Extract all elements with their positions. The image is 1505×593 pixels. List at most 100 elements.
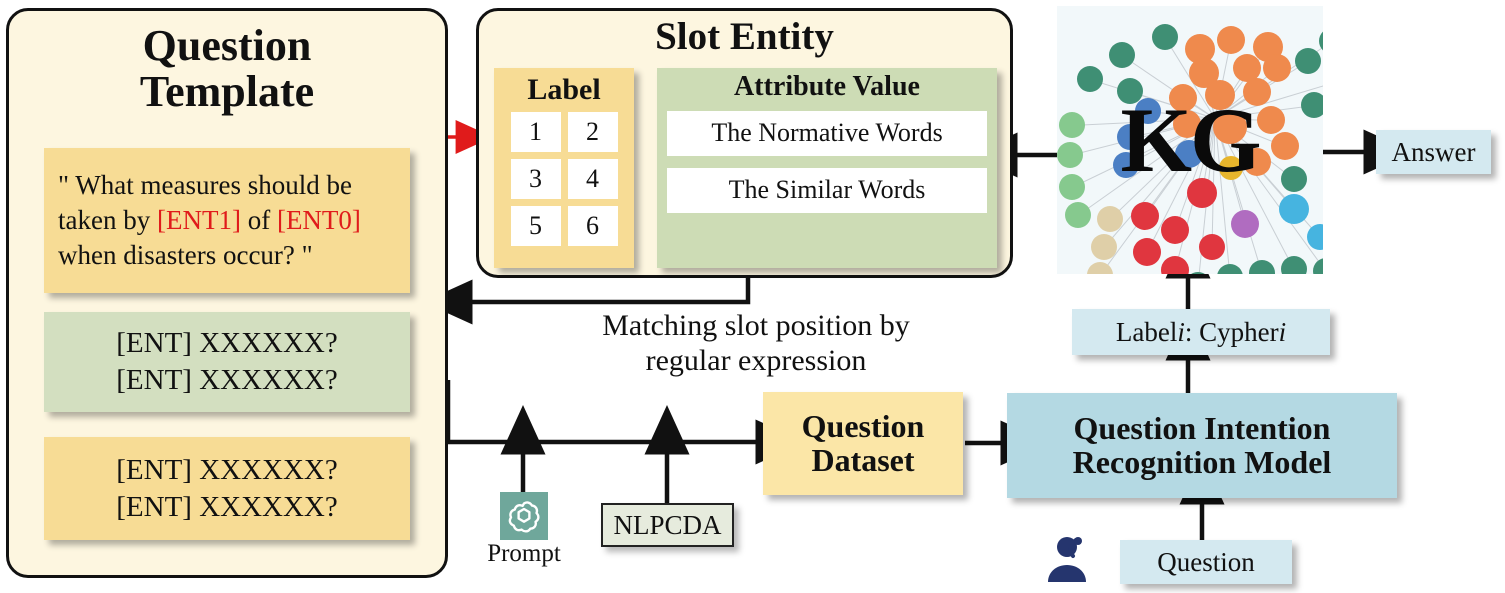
answer-box[interactable]: Answer bbox=[1376, 130, 1491, 174]
example-ent0: [ENT0] bbox=[276, 204, 361, 235]
kg-node bbox=[1065, 202, 1091, 228]
user-headset-icon bbox=[1040, 528, 1096, 584]
kg-node bbox=[1087, 262, 1113, 274]
nlpcda-box[interactable]: NLPCDA bbox=[601, 503, 734, 547]
kg-node bbox=[1301, 92, 1323, 118]
attribute-value-heading: Attribute Value bbox=[734, 71, 920, 102]
question-template-example-card[interactable]: " What measures should be taken by [ENT1… bbox=[44, 148, 410, 293]
openai-logo-icon bbox=[500, 492, 548, 540]
openai-glyph bbox=[508, 501, 540, 533]
kg-node bbox=[1243, 78, 1271, 106]
yellow-list-line2: [ENT] XXXXXX? bbox=[116, 490, 338, 523]
kg-node bbox=[1187, 178, 1217, 208]
question-template-example-text: " What measures should be taken by [ENT1… bbox=[58, 168, 396, 273]
kg-node bbox=[1271, 132, 1299, 160]
kg-node bbox=[1059, 174, 1085, 200]
example-suffix: when disasters occur? " bbox=[58, 240, 313, 271]
kg-node bbox=[1109, 42, 1135, 68]
cypher-index-1: i bbox=[1177, 316, 1185, 347]
cypher-index-2: i bbox=[1278, 316, 1287, 347]
kg-node bbox=[1185, 272, 1211, 274]
attribute-value-row[interactable]: The Normative Words bbox=[667, 110, 987, 156]
label-cell[interactable]: 6 bbox=[567, 205, 618, 246]
arrow-template-to-dataset bbox=[445, 380, 805, 465]
label-box-heading: Label bbox=[527, 73, 601, 106]
arrow-slot-to-template bbox=[423, 278, 751, 325]
label-box[interactable]: Label 1 2 3 4 5 6 bbox=[494, 68, 634, 268]
kg-node bbox=[1059, 112, 1085, 138]
matching-note-line2: regular expression bbox=[645, 344, 867, 378]
cypher-separator: : Cypher bbox=[1184, 316, 1279, 347]
kg-node bbox=[1313, 258, 1323, 274]
example-ent1: [ENT1] bbox=[156, 204, 241, 235]
label-cell[interactable]: 4 bbox=[567, 158, 618, 199]
kg-node bbox=[1161, 256, 1189, 274]
kg-node bbox=[1097, 206, 1123, 232]
kg-node bbox=[1077, 66, 1103, 92]
kg-node bbox=[1233, 54, 1261, 82]
kg-node bbox=[1249, 260, 1275, 274]
kg-node bbox=[1133, 238, 1161, 266]
kg-node bbox=[1263, 54, 1291, 82]
question-dataset-line1: Question bbox=[801, 408, 925, 445]
green-list-line1: [ENT] XXXXXX? bbox=[116, 327, 338, 360]
kg-label: KG bbox=[1120, 89, 1261, 191]
cypher-prefix: Label bbox=[1115, 316, 1178, 347]
kg-node bbox=[1169, 84, 1197, 112]
label-grid: 1 2 3 4 5 6 bbox=[510, 111, 618, 246]
slot-entity-title: Slot Entity bbox=[655, 15, 834, 58]
knowledge-graph-image[interactable]: KG bbox=[1057, 6, 1323, 274]
matching-note-line1: Matching slot position by bbox=[602, 309, 910, 342]
attribute-value-box[interactable]: Attribute Value The Normative Words The … bbox=[657, 68, 997, 268]
question-dataset-box[interactable]: Question Dataset bbox=[763, 392, 963, 495]
kg-node bbox=[1161, 216, 1189, 244]
example-mid: of bbox=[240, 204, 277, 235]
kg-node bbox=[1173, 110, 1201, 138]
kg-node bbox=[1281, 166, 1307, 192]
prompt-caption: Prompt bbox=[487, 540, 561, 567]
kg-node bbox=[1295, 48, 1321, 74]
attribute-value-row[interactable]: The Similar Words bbox=[667, 167, 987, 213]
question-input-box[interactable]: Question bbox=[1120, 540, 1292, 584]
kg-node bbox=[1117, 124, 1143, 150]
label-cell[interactable]: 1 bbox=[510, 111, 561, 152]
kg-node bbox=[1117, 78, 1143, 104]
kg-node bbox=[1281, 256, 1307, 274]
yellow-list-line1: [ENT] XXXXXX? bbox=[116, 453, 338, 486]
intention-model-line2: Recognition Model bbox=[1072, 443, 1332, 480]
kg-node bbox=[1131, 202, 1159, 230]
kg-node bbox=[1243, 148, 1271, 176]
kg-node bbox=[1217, 264, 1243, 274]
intention-model-box[interactable]: Question Intention Recognition Model bbox=[1007, 393, 1397, 498]
label-cell[interactable]: 2 bbox=[567, 111, 618, 152]
label-cell[interactable]: 3 bbox=[510, 158, 561, 199]
kg-node bbox=[1199, 234, 1225, 260]
cypher-box[interactable]: Label i : Cypher i bbox=[1072, 309, 1330, 355]
question-template-title: Question Template bbox=[9, 23, 445, 115]
question-template-green-list[interactable]: [ENT] XXXXXX? [ENT] XXXXXX? bbox=[44, 312, 410, 412]
kg-node bbox=[1213, 110, 1247, 144]
kg-node bbox=[1257, 106, 1285, 134]
user-headset-glyph bbox=[1048, 537, 1086, 582]
question-template-title-line1: Question bbox=[142, 21, 312, 70]
kg-node bbox=[1307, 224, 1323, 250]
question-template-yellow-list[interactable]: [ENT] XXXXXX? [ENT] XXXXXX? bbox=[44, 437, 410, 540]
kg-node bbox=[1217, 26, 1245, 54]
label-cell[interactable]: 5 bbox=[510, 205, 561, 246]
kg-node bbox=[1057, 142, 1083, 168]
question-template-title-line2: Template bbox=[139, 66, 315, 116]
intention-model-line1: Question Intention bbox=[1073, 410, 1331, 447]
green-list-line2: [ENT] XXXXXX? bbox=[116, 364, 338, 396]
kg-node bbox=[1175, 140, 1203, 168]
kg-node bbox=[1231, 210, 1259, 238]
kg-node bbox=[1091, 234, 1117, 260]
example-prefix: " What measures should be taken by bbox=[58, 169, 352, 235]
kg-node bbox=[1205, 80, 1235, 110]
kg-node bbox=[1152, 24, 1178, 50]
matching-note: Matching slot position by regular expres… bbox=[496, 308, 1016, 379]
question-dataset-line2: Dataset bbox=[811, 441, 915, 478]
kg-node bbox=[1319, 28, 1323, 54]
kg-node bbox=[1113, 152, 1139, 178]
kg-node bbox=[1135, 98, 1161, 124]
